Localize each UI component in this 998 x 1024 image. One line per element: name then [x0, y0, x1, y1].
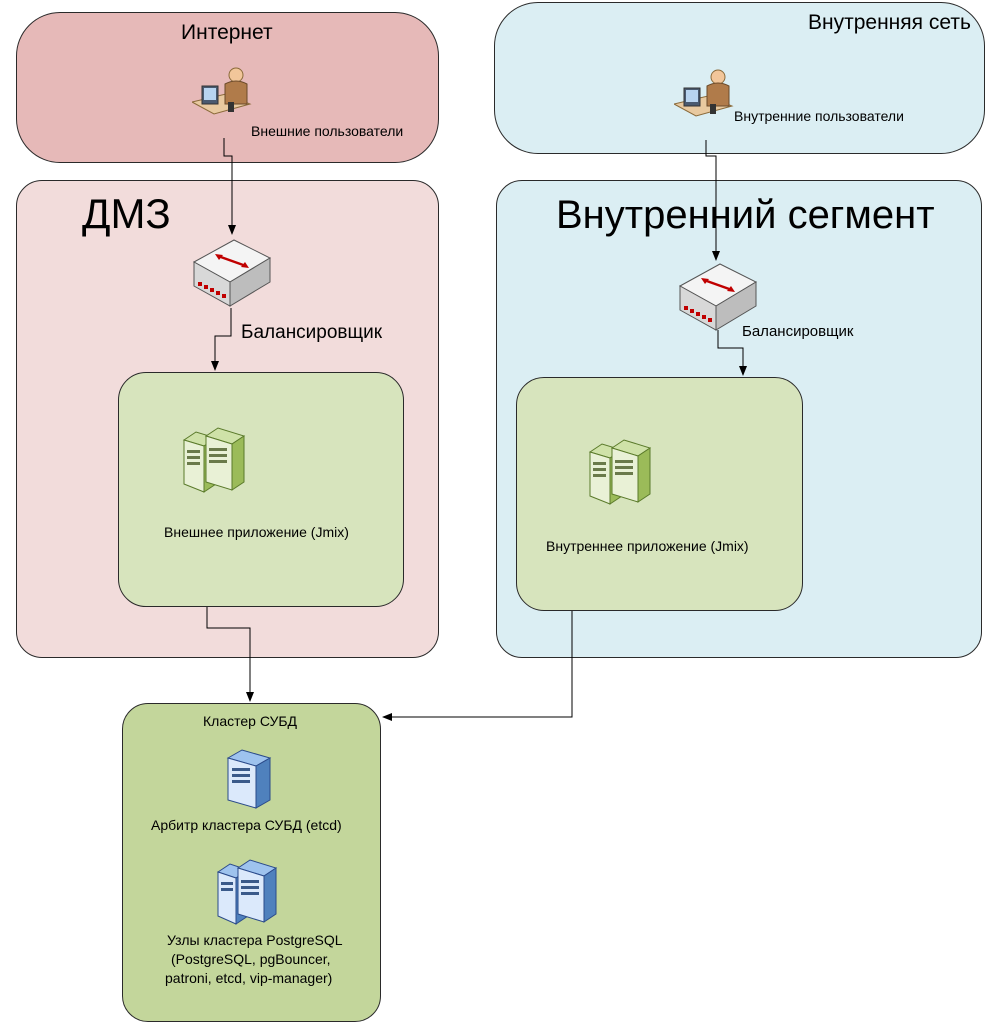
connector-internal-app-to-db: [382, 611, 573, 721]
internal-app-label: Внутреннее приложение (Jmix): [546, 538, 749, 554]
intranet-zone: [494, 2, 985, 154]
connector-internal-users-to-balancer: [705, 140, 720, 261]
dmz-zone-title: ДМЗ: [82, 190, 171, 237]
dmz-balancer-label: Балансировщик: [241, 322, 383, 343]
connector-external-users-to-balancer: [223, 138, 236, 235]
external-app-label: Внешнее приложение (Jmix): [164, 524, 349, 540]
external-app-box: [118, 372, 404, 607]
external-users-label: Внешние пользователи: [251, 123, 404, 139]
internal-balancer-label: Балансировщик: [742, 323, 854, 340]
server-pair-icon: [588, 439, 652, 505]
user-workstation-icon: [674, 69, 734, 117]
db-cluster-title: Кластер СУБД: [203, 713, 298, 729]
connector-internal-balancer-to-app: [717, 330, 747, 376]
user-workstation-icon: [192, 67, 252, 115]
db-nodes-label-line-2: (PostgreSQL, pgBouncer,: [171, 951, 331, 967]
database-server-pair-icon: [216, 859, 278, 925]
internal-app-box: [516, 377, 803, 611]
internet-zone-title: Интернет: [181, 21, 273, 44]
connector-external-app-to-db: [206, 607, 254, 702]
connector-dmz-balancer-to-app: [211, 308, 232, 371]
internal-users-label: Внутренние пользователи: [734, 108, 904, 124]
db-arbiter-label: Арбитр кластера СУБД (etcd): [151, 817, 342, 833]
load-balancer-icon: [192, 239, 272, 307]
db-nodes-label-line-1: Узлы кластера PostgreSQL: [167, 932, 343, 948]
internal-segment-zone-title: Внутренний сегмент: [556, 193, 935, 237]
load-balancer-icon: [678, 263, 758, 331]
database-server-icon: [226, 749, 272, 809]
intranet-zone-title: Внутренняя сеть: [808, 11, 971, 34]
server-pair-icon: [182, 427, 246, 493]
db-nodes-label-line-3: patroni, etcd, vip-manager): [165, 970, 333, 986]
